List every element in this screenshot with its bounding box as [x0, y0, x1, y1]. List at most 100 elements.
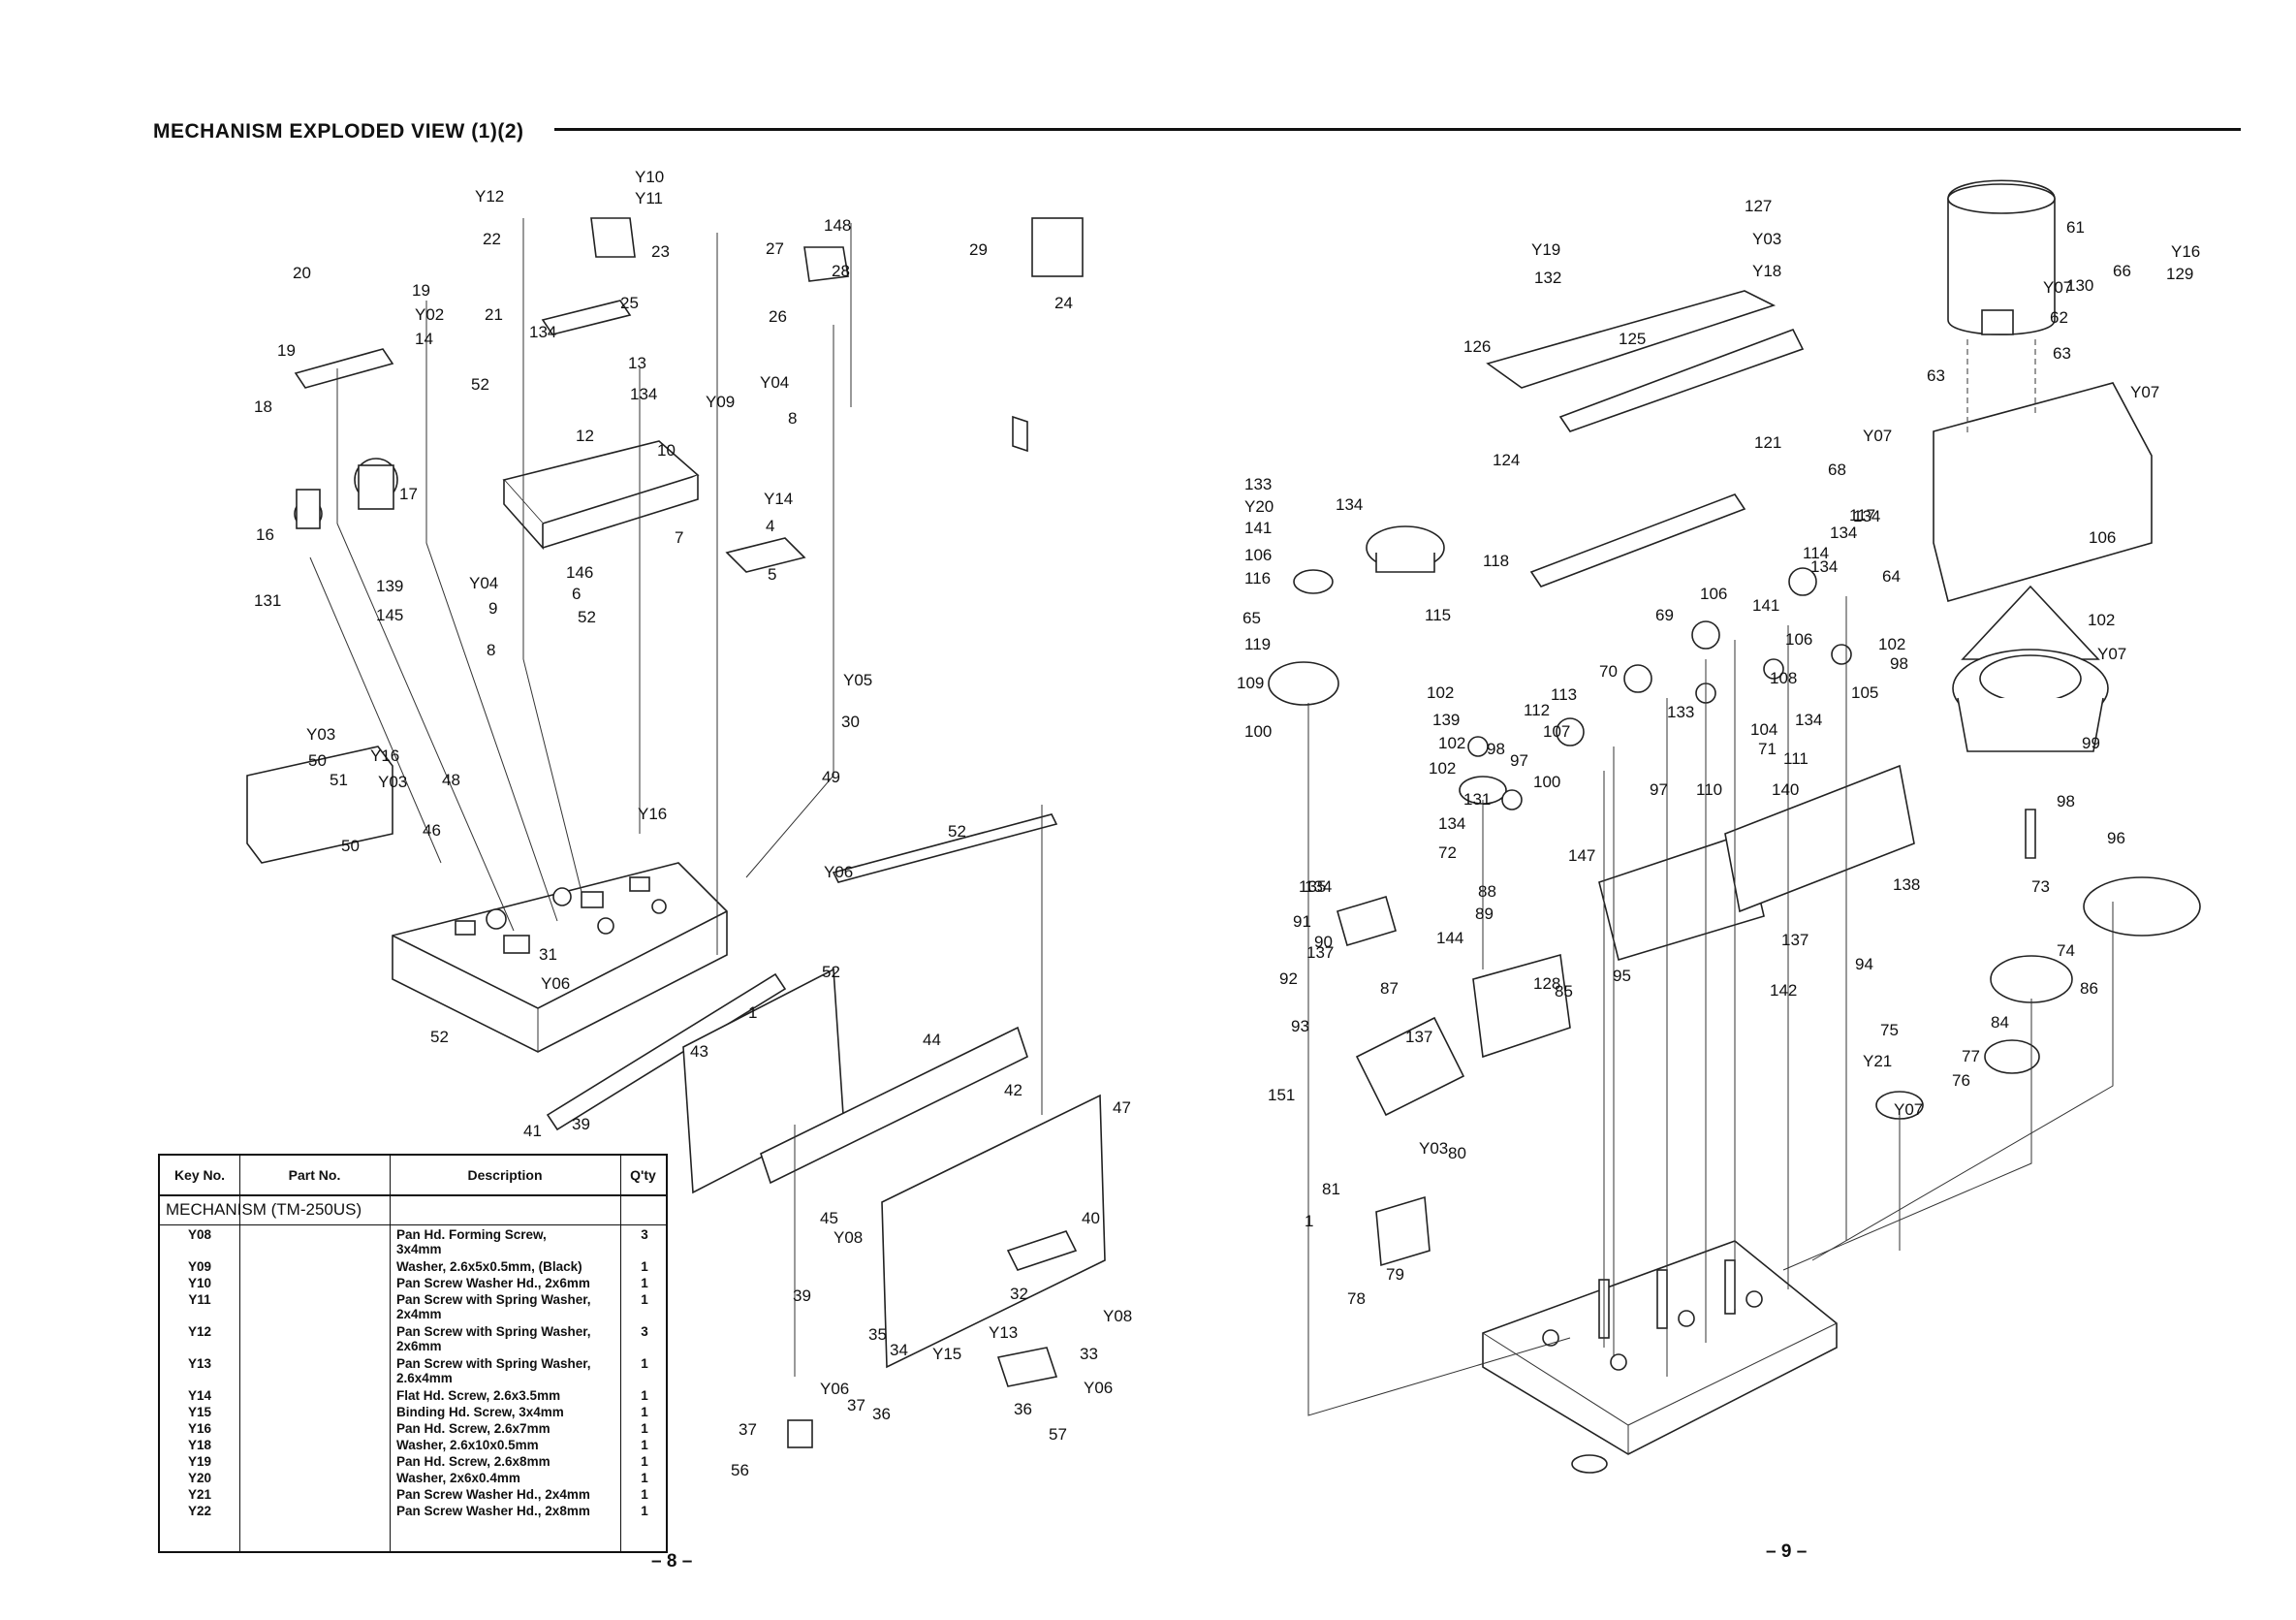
left-callout-70: 40: [1082, 1209, 1100, 1227]
right-callout-23: 134: [1336, 495, 1363, 514]
right-callout-11: 62: [2050, 308, 2068, 327]
right-callout-93: 87: [1380, 979, 1399, 998]
right-callout-74: 72: [1438, 843, 1457, 862]
right-callout-2: Y19: [1531, 240, 1560, 259]
col-part: [239, 1156, 391, 1551]
left-callout-39: Y04: [469, 574, 498, 592]
right-callout-51: 133: [1667, 703, 1694, 721]
left-callout-12: Y02: [415, 305, 444, 324]
row-key: Y13: [187, 1356, 212, 1371]
row-description: Washer, 2.6x10x0.5mm: [396, 1438, 539, 1452]
left-callout-58: Y06: [541, 974, 570, 993]
right-callout-66: 100: [1533, 773, 1560, 791]
left-callout-48: 51: [330, 771, 348, 789]
right-callout-16: Y07: [2130, 383, 2159, 401]
left-callout-69: Y08: [833, 1228, 863, 1247]
right-callout-42: 106: [1785, 630, 1812, 649]
row-qty: 1: [641, 1356, 648, 1371]
right-callout-36: 114: [1803, 544, 1829, 562]
left-callout-89: Y22: [0, 0, 29, 4]
right-callout-24: 141: [1244, 519, 1272, 537]
left-callout-59: 52: [430, 1028, 449, 1046]
left-callout-11: 19: [412, 281, 430, 300]
right-callout-45: 98: [1890, 654, 1908, 673]
left-callout-73: Y08: [1103, 1307, 1132, 1325]
right-callout-18: 121: [1754, 433, 1781, 452]
right-callout-52: 105: [1851, 683, 1878, 702]
right-callout-99: 142: [1770, 981, 1797, 1000]
right-callout-0: 127: [1745, 197, 1772, 215]
right-callout-56: 134: [1795, 711, 1822, 729]
left-callout-26: 12: [576, 427, 594, 445]
row-key: Y08: [187, 1227, 212, 1242]
left-callout-6: 148: [824, 216, 851, 235]
row-description: Binding Hd. Screw, 3x4mm: [396, 1405, 564, 1419]
row-key: Y14: [187, 1388, 212, 1403]
right-callout-98: 84: [1991, 1013, 2009, 1032]
left-callout-24: Y09: [706, 393, 735, 411]
right-callout-8: 129: [2166, 265, 2193, 283]
right-callout-10: 130: [2066, 276, 2093, 295]
left-callout-7: 29: [969, 240, 988, 259]
row-description: Pan Screw with Spring Washer, 2x4mm: [396, 1292, 591, 1321]
left-callout-46: 50: [308, 751, 327, 770]
left-callout-51: 46: [423, 821, 441, 840]
right-callout-62: 111: [1783, 749, 1808, 768]
left-callout-20: 18: [254, 397, 272, 416]
row-qty: 1: [641, 1421, 648, 1436]
left-chassis: [392, 862, 728, 1053]
right-callout-29: 115: [1425, 606, 1451, 624]
right-callout-15: 63: [1927, 366, 1945, 385]
right-callout-90: 137: [1781, 931, 1808, 949]
right-callout-92: 86: [2080, 979, 2098, 998]
left-callout-85: 57: [1049, 1425, 1067, 1444]
left-callout-5: 27: [766, 239, 784, 258]
table-section-title: MECHANISM (TM-250US): [160, 1194, 666, 1225]
left-callout-40: 9: [488, 599, 497, 618]
left-callout-4: 23: [651, 242, 670, 261]
row-description: Pan Screw Washer Hd., 2x6mm: [396, 1276, 590, 1290]
row-key: Y18: [187, 1438, 212, 1452]
right-callout-43: 102: [1878, 635, 1905, 653]
left-callout-35: 146: [566, 563, 593, 582]
right-callout-20: 68: [1828, 461, 1846, 479]
right-callout-31: 134: [1830, 524, 1857, 542]
left-callout-22: 134: [630, 385, 657, 403]
title-rule: [554, 128, 2241, 131]
left-callout-67: 47: [1113, 1098, 1131, 1117]
left-callout-53: Y16: [638, 805, 667, 823]
left-callout-83: 37: [739, 1420, 757, 1439]
right-callout-19: Y07: [1863, 427, 1892, 445]
right-callout-82: 89: [1475, 905, 1494, 923]
right-callout-59: 104: [1750, 720, 1777, 739]
right-callout-76: 138: [1893, 875, 1920, 894]
row-key: Y11: [188, 1292, 211, 1307]
right-callout-35: 119: [1244, 635, 1271, 653]
right-callout-33: 64: [1882, 567, 1901, 586]
right-callout-75: 96: [2107, 829, 2125, 847]
left-callout-43: Y05: [843, 671, 872, 689]
right-callout-46: 70: [1599, 662, 1618, 681]
left-callout-54: 49: [822, 768, 840, 786]
header-qty: Q'ty: [630, 1167, 656, 1183]
right-callout-63: 71: [1758, 740, 1777, 758]
left-callout-64: 42: [1004, 1081, 1022, 1099]
right-callout-107: 81: [1322, 1180, 1340, 1198]
right-callout-49: 108: [1770, 669, 1797, 687]
left-callout-76: 35: [868, 1325, 887, 1344]
left-callout-37: 6: [572, 585, 581, 603]
left-callout-30: Y14: [764, 490, 793, 508]
right-callout-17: 124: [1493, 451, 1520, 469]
left-callout-3: 22: [483, 230, 501, 248]
left-callout-36: 5: [768, 565, 776, 584]
left-callout-29: 16: [256, 525, 274, 544]
header-part: Part No.: [288, 1167, 341, 1183]
right-callout-6: Y16: [2171, 242, 2200, 261]
right-callout-21: 133: [1244, 475, 1272, 493]
left-callout-79: Y06: [820, 1380, 849, 1398]
row-qty: 3: [641, 1227, 648, 1242]
page-title: MECHANISM EXPLODED VIEW (1)(2): [153, 120, 524, 143]
row-description: Pan Hd. Screw, 2.6x7mm: [396, 1421, 550, 1436]
left-callout-60: 52: [822, 963, 840, 981]
